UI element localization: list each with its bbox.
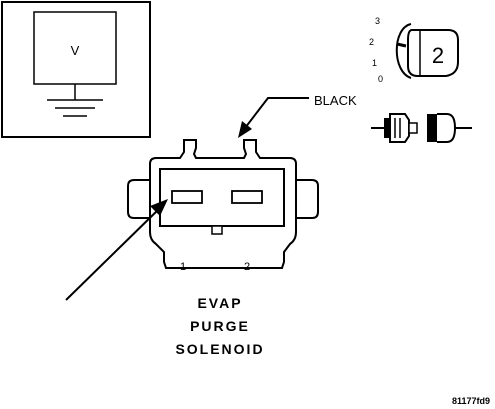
component-name-line-2: PURGE <box>190 318 250 334</box>
meter-frame <box>1 1 151 138</box>
left-latch <box>127 179 150 219</box>
ground-icon <box>47 99 103 117</box>
key-position-0: 0 <box>378 74 383 84</box>
pin-2-terminal <box>231 190 263 204</box>
key-number: 2 <box>432 43 444 68</box>
component-name: EVAP PURGE SOLENOID <box>175 295 264 357</box>
ignition-switch-icon: 3 2 1 0 2 <box>369 16 459 84</box>
voltmeter-symbol: V <box>1 1 151 138</box>
meter-label: V <box>71 43 80 58</box>
key-position-1: 1 <box>372 58 377 68</box>
test-lead-arrow <box>65 199 168 301</box>
solenoid-connector: 1 2 <box>127 139 319 273</box>
wire-color-label: BLACK <box>314 93 357 108</box>
connector-disconnect-icon <box>371 113 472 143</box>
key-position-3: 3 <box>375 16 380 26</box>
pin-2-label: 2 <box>244 261 250 273</box>
component-name-line-1: EVAP <box>197 295 242 311</box>
arrowhead <box>150 199 168 216</box>
arrowhead <box>238 121 252 138</box>
figure-id: 81177fd9 <box>452 396 490 406</box>
switch-barrel <box>395 23 412 79</box>
connector-key-tab <box>211 225 223 235</box>
pin-1-label: 1 <box>180 261 186 273</box>
component-name-line-3: SOLENOID <box>175 341 264 357</box>
pin-1-terminal <box>171 190 203 204</box>
key-position-2: 2 <box>369 37 374 47</box>
wire-color-callout: BLACK <box>238 93 357 138</box>
right-latch <box>296 179 319 219</box>
